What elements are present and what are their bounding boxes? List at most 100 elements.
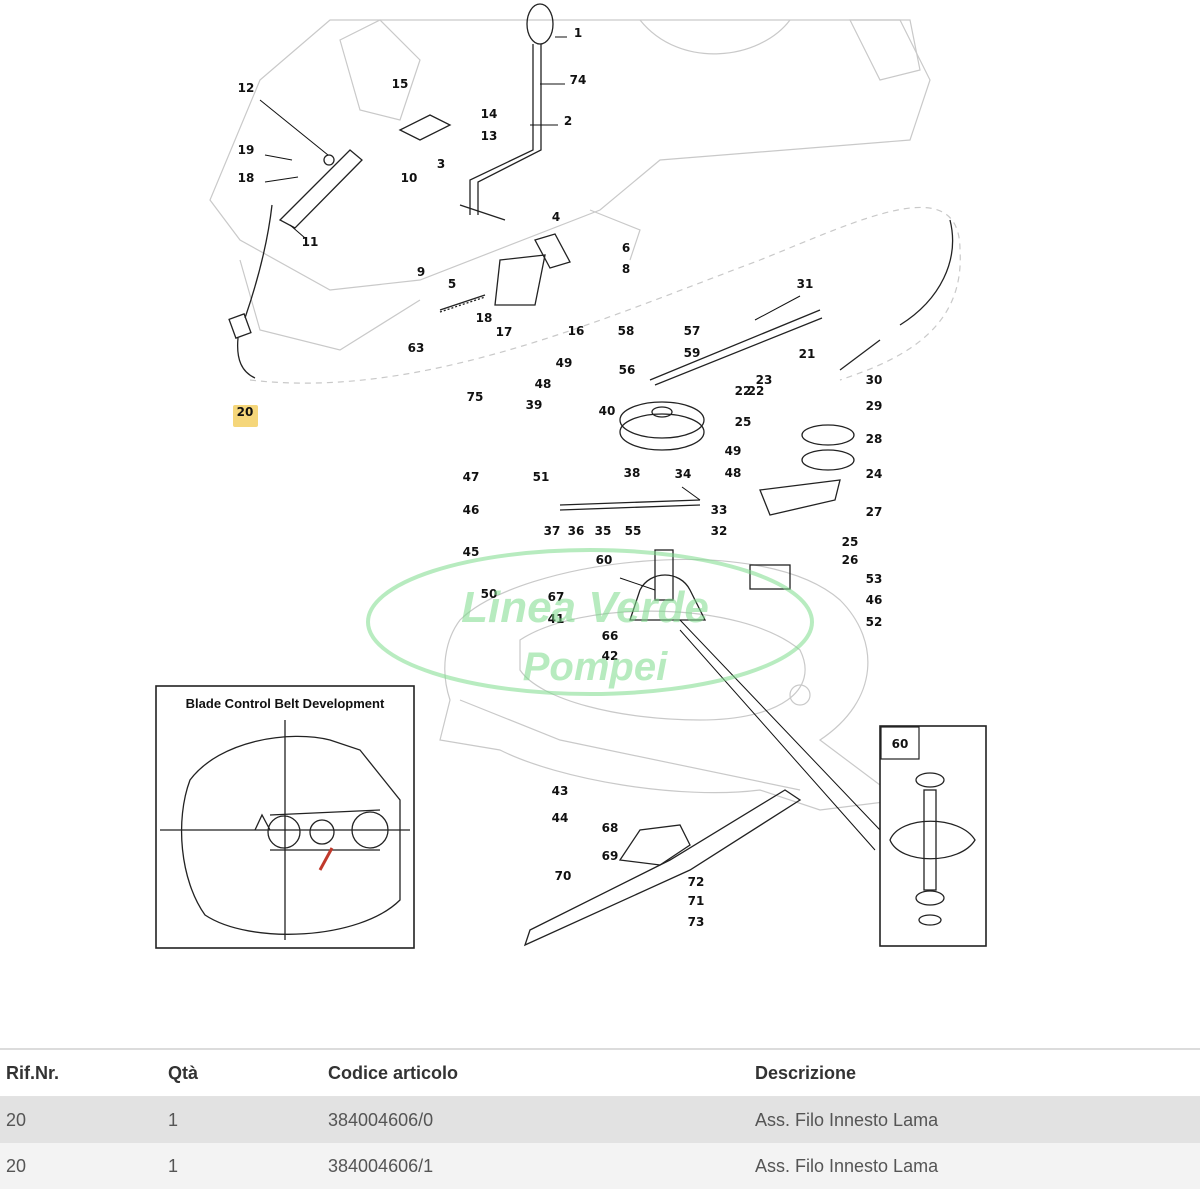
callout-15: 15 — [392, 77, 409, 91]
callout-11: 11 — [302, 235, 319, 249]
parts-table-container: Rif.Nr. Qtà Codice articolo Descrizione … — [0, 1048, 1200, 1189]
callout-72: 72 — [688, 875, 705, 889]
callout-37: 37 — [544, 524, 561, 538]
callout-2: 2 — [564, 114, 572, 128]
callout-58: 58 — [618, 324, 635, 338]
callout-25: 25 — [735, 415, 752, 429]
callout-44: 44 — [552, 811, 569, 825]
callout-51: 51 — [533, 470, 550, 484]
callout-3: 3 — [437, 157, 445, 171]
chassis-outline — [209, 19, 961, 384]
callout-55: 55 — [625, 524, 642, 538]
callout-1: 1 — [574, 26, 582, 40]
callout-16: 16 — [568, 324, 585, 338]
callout-66: 66 — [602, 629, 619, 643]
callout-74: 74 — [570, 73, 587, 87]
callout-36: 36 — [568, 524, 585, 538]
callout-20: 20 — [237, 405, 254, 419]
cable-assembly — [228, 204, 954, 379]
callout-30: 30 — [866, 373, 883, 387]
callout-47: 47 — [463, 470, 480, 484]
callout-17: 17 — [496, 325, 513, 339]
callout-9: 9 — [417, 265, 425, 279]
callout-10: 10 — [401, 171, 418, 185]
blade-lever — [459, 3, 554, 221]
leader-lines — [259, 36, 881, 851]
callout-63: 63 — [408, 341, 425, 355]
watermark-text-line1: Linea Verde — [461, 583, 709, 632]
cell-ref: 20 — [0, 1143, 167, 1189]
callout-21: 21 — [799, 347, 816, 361]
detail-60-inset: 60 — [879, 725, 987, 947]
callout-5: 5 — [448, 277, 456, 291]
mower-deck — [439, 558, 902, 811]
callout-43: 43 — [552, 784, 569, 798]
callout-23: 23 — [756, 373, 773, 387]
callout-56: 56 — [619, 363, 636, 377]
callout-45: 45 — [463, 545, 480, 559]
callout-22: 22 — [735, 384, 752, 398]
callout-31: 31 — [797, 277, 814, 291]
callout-24: 24 — [866, 467, 883, 481]
inset-title: Blade Control Belt Development — [186, 696, 385, 711]
parts-table: Rif.Nr. Qtà Codice articolo Descrizione … — [0, 1048, 1200, 1189]
callout-42: 42 — [602, 649, 619, 663]
callout-4: 4 — [552, 210, 560, 224]
column-header-code[interactable]: Codice articolo — [327, 1048, 754, 1097]
belt-development-inset: Blade Control Belt Development — [155, 685, 415, 949]
highlight-box — [233, 405, 258, 427]
callout-70: 70 — [555, 869, 572, 883]
callout-33: 33 — [711, 503, 728, 517]
callout-75: 75 — [467, 390, 484, 404]
callout-49: 49 — [556, 356, 573, 370]
callout-19: 19 — [238, 143, 255, 157]
callout-38: 38 — [624, 466, 641, 480]
column-header-ref[interactable]: Rif.Nr. — [0, 1048, 167, 1097]
callout-40: 40 — [599, 404, 616, 418]
callout-29: 29 — [866, 399, 883, 413]
watermark-text-line2: Pompei — [523, 645, 668, 689]
blade — [523, 789, 802, 947]
callout-25: 25 — [842, 535, 859, 549]
callout-71: 71 — [688, 894, 705, 908]
callout-60: 60 — [596, 553, 613, 567]
callout-49: 49 — [725, 444, 742, 458]
belt-and-pulleys — [559, 309, 855, 621]
callout-68: 68 — [602, 821, 619, 835]
table-row[interactable]: 20 1 384004606/0 Ass. Filo Innesto Lama — [0, 1096, 1200, 1143]
callout-48: 48 — [535, 377, 552, 391]
callout-13: 13 — [481, 129, 498, 143]
callout-26: 26 — [842, 553, 859, 567]
watermark: Linea Verde Pompei — [366, 548, 814, 696]
callout-48: 48 — [725, 466, 742, 480]
callout-6: 6 — [622, 241, 630, 255]
callout-18: 18 — [476, 311, 493, 325]
callout-73: 73 — [688, 915, 705, 929]
column-header-qty[interactable]: Qtà — [167, 1048, 327, 1097]
cell-qty: 1 — [167, 1096, 327, 1143]
cell-ref: 20 — [0, 1096, 167, 1143]
cell-description: Ass. Filo Innesto Lama — [754, 1096, 1200, 1143]
table-row[interactable]: 20 1 384004606/1 Ass. Filo Innesto Lama — [0, 1143, 1200, 1189]
callout-35: 35 — [595, 524, 612, 538]
cell-qty: 1 — [167, 1143, 327, 1189]
callout-46: 46 — [866, 593, 883, 607]
callout-52: 52 — [866, 615, 883, 629]
callout-27: 27 — [866, 505, 883, 519]
column-header-description[interactable]: Descrizione — [754, 1048, 1200, 1097]
detail-60-label: 60 — [892, 737, 909, 751]
callout-14: 14 — [481, 107, 498, 121]
callout-28: 28 — [866, 432, 883, 446]
callout-50: 50 — [481, 587, 498, 601]
arm-and-brackets — [278, 114, 571, 313]
callout-12: 12 — [238, 81, 255, 95]
callout-39: 39 — [526, 398, 543, 412]
callout-22: 22 — [748, 384, 765, 398]
cell-code: 384004606/0 — [327, 1096, 754, 1143]
callout-18: 18 — [238, 171, 255, 185]
callout-41: 41 — [548, 612, 565, 626]
callout-69: 69 — [602, 849, 619, 863]
callout-67: 67 — [548, 590, 565, 604]
